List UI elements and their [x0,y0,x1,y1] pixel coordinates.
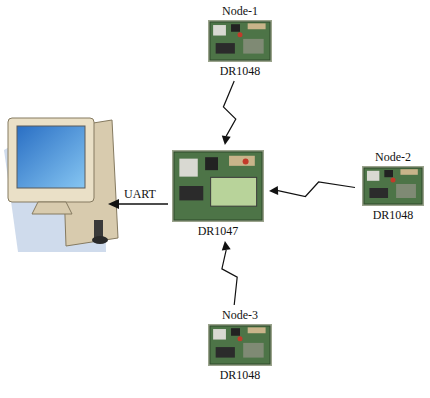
uart-line [118,203,168,204]
signal-name: UART [122,187,158,201]
circuit-board [362,166,424,206]
arrowhead [269,186,278,195]
node-name: Node-3 [222,308,258,322]
arrowhead [222,135,231,145]
circuit-board [172,150,264,222]
board-label: DR1047 [198,224,239,238]
uart-arrowhead [108,199,119,209]
node-name: Node-1 [222,4,258,18]
wireless-link [222,241,237,305]
board-node: DR1047 [170,148,266,238]
circuit-board [208,20,272,62]
board-label: DR1048 [373,208,414,222]
monitor [8,118,94,202]
monitor-stand [32,202,72,214]
board-node: Node-3DR1048 [198,308,282,382]
board-node: Node-1DR1048 [198,4,282,78]
board-node: Node-2DR1048 [358,150,428,222]
node-name: Node-2 [375,150,411,164]
screen [17,126,85,188]
arrowhead [222,241,231,251]
wireless-link [222,81,236,145]
board-label: DR1048 [220,368,261,382]
wireless-link [269,182,355,197]
board-label: DR1048 [220,64,261,78]
speaker [94,220,103,238]
speaker-base [92,236,108,244]
circuit-board [208,324,272,366]
